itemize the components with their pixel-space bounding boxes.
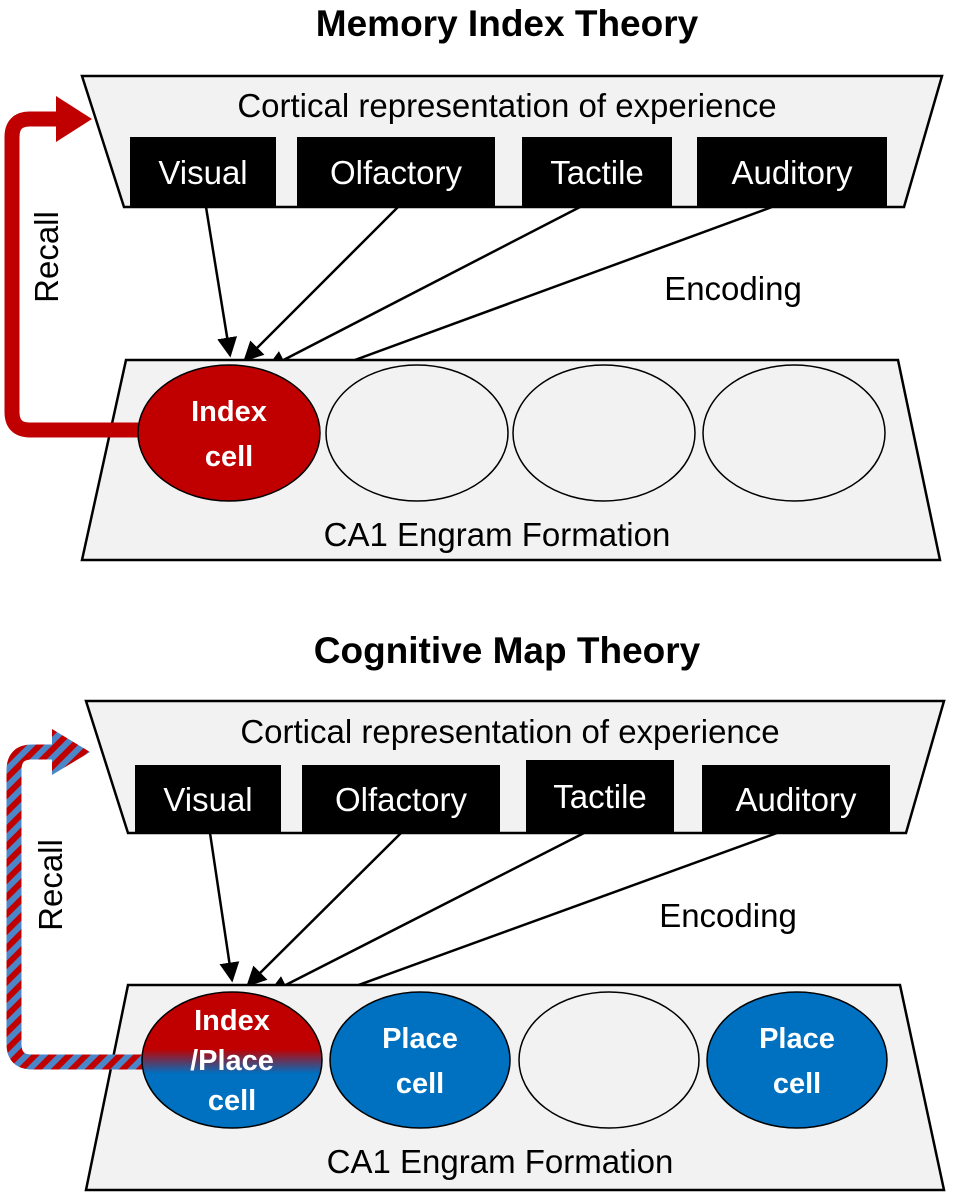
encoding-label: Encoding [659,897,797,934]
encoding-arrow [267,831,585,995]
cell-label: cell [773,1068,821,1100]
encoding-arrow [243,206,399,362]
encoding-arrow [204,206,238,358]
cell-label: cell [396,1068,444,1100]
empty-cell [518,991,700,1129]
panel-memory-index: Memory Index Theory Cortical representat… [4,3,944,562]
encoding-label: Encoding [664,270,802,307]
empty-cell [702,364,886,502]
cortex-label: Cortical representation of experience [240,713,779,750]
recall-arrow [6,744,142,1070]
recall-label: Recall [32,839,69,931]
place-cell [329,991,511,1129]
recall-arrow [4,111,140,438]
input-box-olfactory [302,765,500,833]
input-label: Visual [163,781,252,818]
engram-label: CA1 Engram Formation [324,516,671,553]
empty-cell [512,364,696,502]
index-place-cell [141,991,323,1129]
engram-label: CA1 Engram Formation [327,1143,674,1180]
cell-label: Index [194,1005,270,1037]
encoding-arrow [265,205,581,370]
input-box-olfactory [297,137,495,207]
cortex-label: Cortical representation of experience [237,87,776,124]
input-box-tactile [526,760,674,833]
input-box-tactile [522,137,672,207]
recall-arrowhead [56,96,92,142]
encoding-arrow [295,831,778,1011]
input-label: Visual [158,154,247,191]
input-box-auditory [697,137,887,207]
panel-title: Memory Index Theory [316,3,699,44]
input-label: Tactile [553,778,647,815]
index-cell [137,364,321,502]
input-box-auditory [702,765,890,833]
recall-arrowhead [52,729,90,775]
cell-label: Place [382,1023,458,1055]
input-label: Auditory [735,781,857,818]
input-label: Auditory [731,154,853,191]
panel-cognitive-map: Cognitive Map Theory Cortical representa… [6,630,946,1192]
recall-label: Recall [28,211,65,303]
input-box-visual [135,765,281,833]
panel-title: Cognitive Map Theory [314,630,701,671]
cell-label: Place [759,1023,835,1055]
encoding-arrow [246,832,402,987]
empty-cell [325,364,509,502]
encoding-arrow [208,832,240,983]
input-label: Tactile [550,154,644,191]
cell-label: Index [191,396,267,428]
encoding-arrow [292,205,773,386]
input-label: Olfactory [330,154,463,191]
place-cell [706,991,888,1129]
cell-label: /Place [190,1045,274,1077]
cell-label: cell [205,441,253,473]
input-box-visual [130,137,276,207]
input-label: Olfactory [335,781,468,818]
cell-label: cell [208,1085,256,1117]
